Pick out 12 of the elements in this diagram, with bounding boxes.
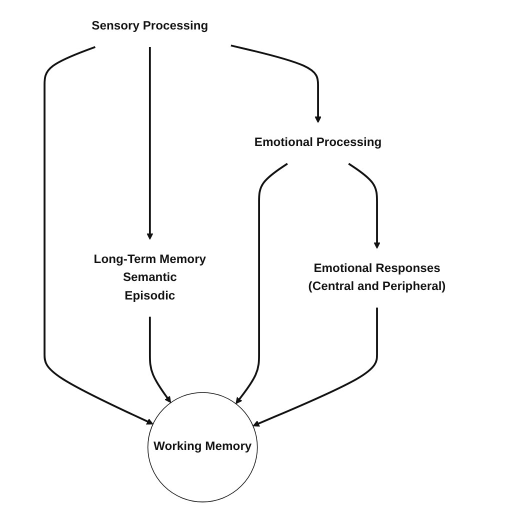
arrow bbox=[348, 162, 380, 249]
node-circle: Working Memory bbox=[147, 392, 258, 502]
arrow bbox=[146, 46, 154, 240]
node-text: Emotional Processing bbox=[254, 136, 382, 150]
arrow bbox=[230, 44, 322, 124]
arrow bbox=[236, 162, 288, 404]
arrow bbox=[44, 46, 154, 425]
node-text: Long-Term Memory Semantic Episodic bbox=[94, 253, 206, 302]
arrow bbox=[252, 308, 378, 427]
node-text: Sensory Processing bbox=[92, 20, 208, 33]
node-text: Emotional Responses (Central and Peripheral) bbox=[308, 262, 446, 294]
arrow bbox=[148, 316, 172, 403]
